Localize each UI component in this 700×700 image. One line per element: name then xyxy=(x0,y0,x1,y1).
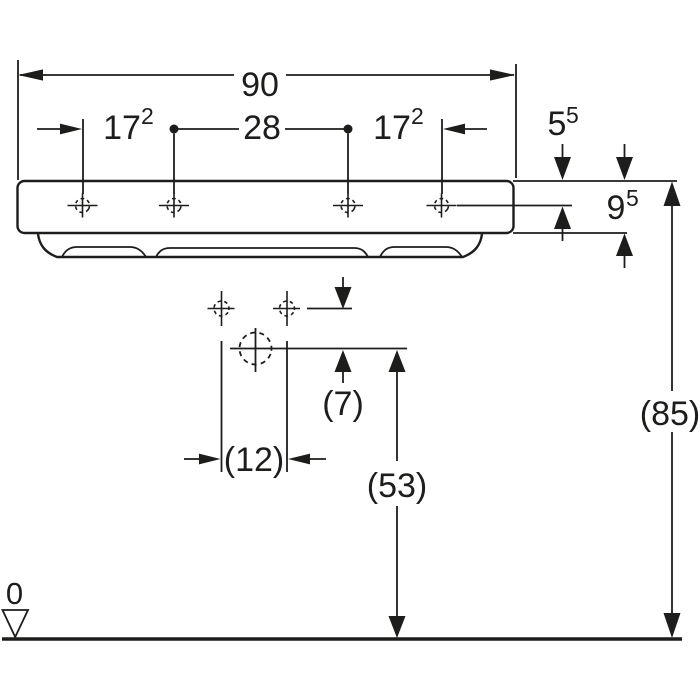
arrowhead-up-icon xyxy=(616,233,633,256)
basin-foot-right xyxy=(379,246,463,258)
tap-hole-marker-icon xyxy=(67,193,98,218)
tap-hole-markers xyxy=(67,193,457,218)
basin-body xyxy=(16,179,515,235)
basin-foot-left xyxy=(61,246,147,258)
tap-right-label: 17 xyxy=(373,109,411,147)
tap-left-label: 17 xyxy=(103,109,141,147)
arrowhead-down-icon xyxy=(388,616,406,638)
washbasin-outline xyxy=(16,179,515,259)
dimension-overflow-to-drain: (7) xyxy=(322,277,364,423)
drain-height-label: (53) xyxy=(367,467,427,505)
tap-hole-marker-icon xyxy=(426,193,457,218)
arrowhead-up-icon xyxy=(334,350,352,372)
basin-skirt xyxy=(36,233,484,259)
fixing-hole-marker-icon xyxy=(273,291,300,326)
tap-right-superscript: 2 xyxy=(411,103,424,129)
arrowhead-right-icon xyxy=(490,69,515,81)
overall-width-label: 90 xyxy=(241,66,279,104)
arrowhead-down-icon xyxy=(554,157,571,180)
overflow-to-drain-label: (7) xyxy=(322,385,364,423)
tap-center-label: 28 xyxy=(243,109,281,147)
arrowhead-left-icon xyxy=(18,69,43,81)
arrowhead-left-icon xyxy=(443,123,465,135)
floor-datum: 0 xyxy=(1,576,682,641)
tap-left-superscript: 2 xyxy=(141,103,154,129)
dimension-tap-hole-spacing: 17 2 28 17 2 xyxy=(37,103,487,194)
fixing-hole-markers xyxy=(207,291,352,326)
arrowhead-down-icon xyxy=(334,287,352,309)
arrowhead-right-icon xyxy=(60,123,82,135)
basin-foot-center xyxy=(155,247,369,258)
dimension-node-dot xyxy=(169,124,179,134)
dimension-apron-height: 9 5 xyxy=(513,144,639,268)
dimension-fixing-spacing: (12) xyxy=(184,341,326,479)
dimension-overall-width: 90 xyxy=(17,60,517,180)
dimension-node-dot xyxy=(343,124,353,134)
arrowhead-down-icon xyxy=(616,157,633,180)
arrowhead-up-icon xyxy=(554,206,571,229)
drain-hole-marker xyxy=(230,328,407,372)
arrowhead-right-icon xyxy=(199,453,221,465)
apron-height-superscript: 5 xyxy=(626,185,639,211)
dimension-rim-height: (85) xyxy=(640,181,700,638)
dimension-rim-to-tap: 5 5 xyxy=(457,102,677,241)
arrowhead-up-icon xyxy=(663,181,681,206)
arrowhead-up-icon xyxy=(388,350,406,372)
rim-height-label: (85) xyxy=(640,395,700,433)
rim-to-tap-label: 5 xyxy=(548,105,567,143)
arrowhead-left-icon xyxy=(288,453,310,465)
datum-triangle-icon xyxy=(1,609,30,640)
tap-hole-marker-icon xyxy=(159,193,189,218)
apron-height-label: 9 xyxy=(607,189,626,227)
fixing-spacing-label: (12) xyxy=(224,441,284,479)
drain-hole-circle-icon xyxy=(238,331,273,366)
tap-hole-marker-icon xyxy=(333,193,363,218)
arrowhead-down-icon xyxy=(663,613,681,638)
dimension-drain-height: (53) xyxy=(367,350,427,638)
rim-to-tap-superscript: 5 xyxy=(566,102,579,128)
fixing-hole-marker-icon xyxy=(207,291,235,326)
datum-zero-label: 0 xyxy=(6,576,23,611)
